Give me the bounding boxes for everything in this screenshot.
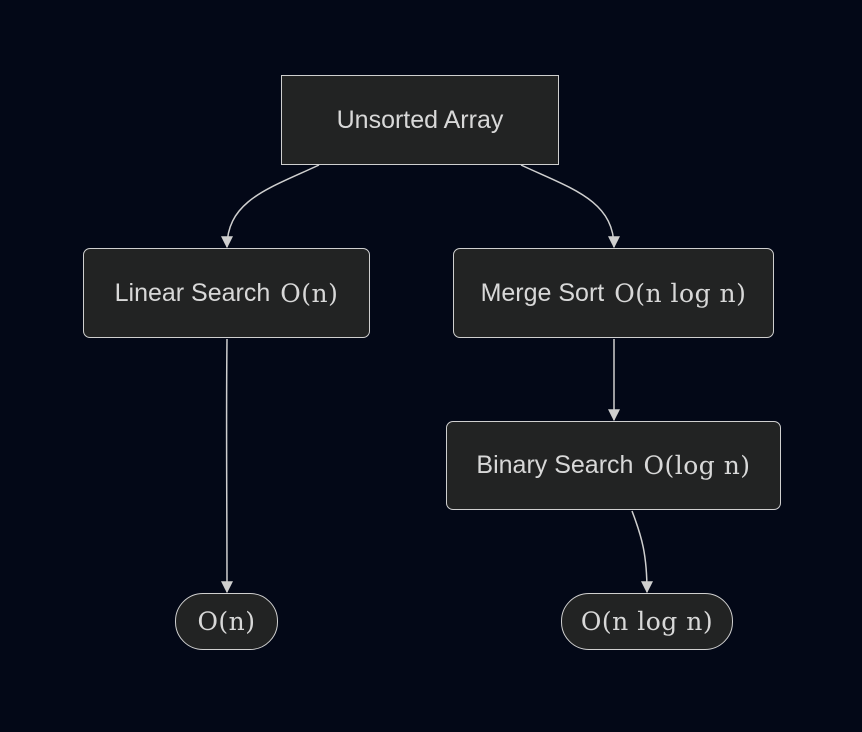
node-binary-search: Binary Search O(log n)	[446, 421, 781, 510]
node-merge-sort-label: Merge Sort	[480, 278, 605, 307]
node-linear-search: Linear Search O(n)	[83, 248, 370, 338]
node-binary-search-label: Binary Search	[476, 451, 634, 479]
node-binary-search-complexity: O(log n)	[643, 451, 751, 480]
edge-unsorted-to-merge	[520, 164, 620, 249]
node-merge-sort: Merge Sort O(n log n)	[453, 248, 774, 338]
node-linear-search-complexity: O(n)	[280, 278, 339, 308]
node-merge-sort-complexity: O(n log n)	[614, 278, 747, 308]
edge-unsorted-to-linear	[221, 164, 320, 249]
node-unsorted-array-label: Unsorted Array	[336, 105, 504, 134]
node-result-binary-complexity: O(n log n)	[580, 607, 714, 636]
node-result-binary: O(n log n)	[561, 593, 733, 650]
node-result-linear-complexity: O(n)	[197, 607, 256, 636]
node-result-linear: O(n)	[175, 593, 278, 650]
edge-binary-to-result	[631, 510, 653, 594]
node-linear-search-label: Linear Search	[114, 278, 271, 307]
node-unsorted-array: Unsorted Array	[281, 75, 559, 165]
